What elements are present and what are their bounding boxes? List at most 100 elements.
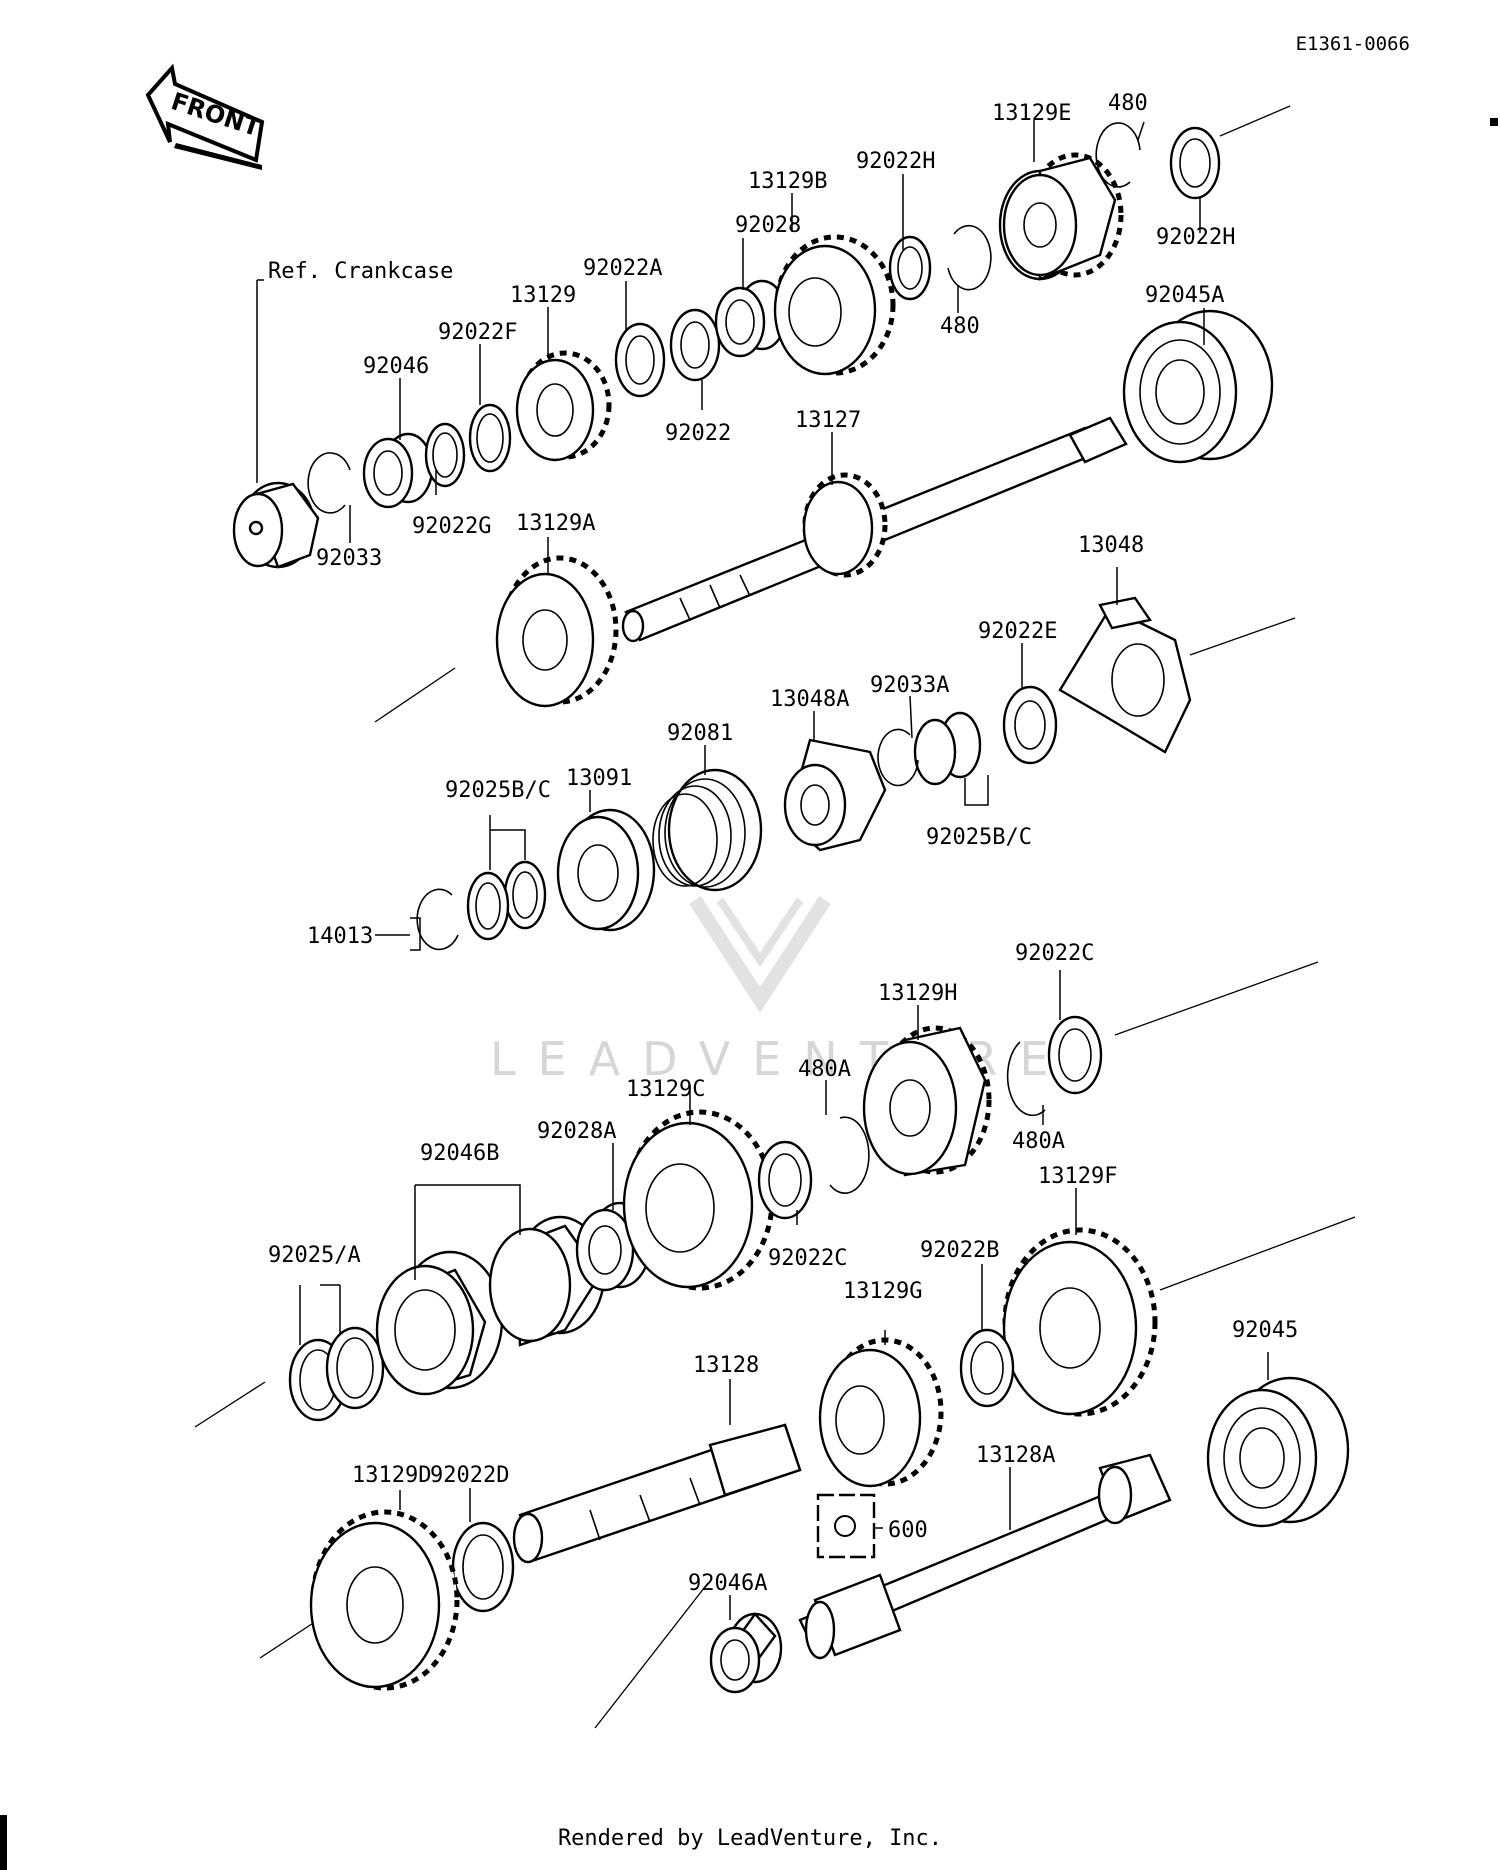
gear-13129E [998, 152, 1124, 281]
label-13128: 13128 [693, 1353, 759, 1378]
circlip-14013 [416, 888, 459, 951]
label-92022D: 92022D [430, 1463, 509, 1488]
label-92028A: 92028A [537, 1119, 616, 1144]
label-480A-top: 480A [798, 1057, 851, 1082]
shaft-13127 [621, 416, 1128, 643]
upper-shaft-group [232, 122, 1274, 708]
label-92025BC-right: 92025B/C [926, 825, 1032, 850]
label-92033A: 92033A [870, 673, 949, 698]
label-13128A: 13128A [976, 1443, 1055, 1468]
gear-13129F [1002, 1227, 1158, 1417]
shaft-13128 [512, 1423, 802, 1564]
label-92022E: 92022E [978, 619, 1057, 644]
washer-92022B [959, 1328, 1015, 1408]
gear-13129A [495, 555, 619, 708]
label-92022C-mid: 92022C [768, 1246, 847, 1271]
label-600: 600 [888, 1518, 928, 1543]
label-13129F: 13129F [1038, 1164, 1117, 1189]
label-13129C: 13129C [626, 1077, 705, 1102]
label-13129: 13129 [510, 283, 576, 308]
label-92022H-top: 92022H [856, 149, 935, 174]
gear-13129C [622, 1109, 775, 1291]
label-480-mid: 480 [940, 314, 980, 339]
bushing-92028A [575, 1201, 652, 1292]
spring-92081 [652, 768, 763, 892]
document-code: E1361-0066 [1295, 33, 1410, 55]
washer-92022F [468, 403, 512, 473]
circlip-480-mid [947, 224, 992, 291]
circlip-92033 [307, 452, 351, 514]
label-92022F: 92022F [438, 320, 517, 345]
washer-92022C-mid [757, 1140, 813, 1220]
needle-bearing-92046 [362, 432, 434, 509]
holder-13091 [556, 808, 656, 932]
gear-13129H [862, 1025, 992, 1177]
label-92046: 92046 [363, 354, 429, 379]
label-480-top: 480 [1108, 91, 1148, 116]
lower-shaft-group [288, 1015, 1350, 1694]
circlip-92033A [877, 728, 919, 787]
washer-92025BC-left-a [466, 871, 510, 941]
gear-13129D [309, 1509, 460, 1691]
ref-crankcase-collar [232, 279, 320, 569]
label-92022B: 92022B [920, 1238, 999, 1263]
label-92022H-right: 92022H [1156, 225, 1235, 250]
washer-92025A-b [325, 1326, 385, 1410]
label-13129D: 13129D [352, 1463, 431, 1488]
footer-credit: Rendered by LeadVenture, Inc. [557, 1826, 943, 1851]
label-92022C-top: 92022C [1015, 941, 1094, 966]
watermark: LEADVENTURE [490, 896, 1049, 1086]
circlip-480-top [1095, 122, 1141, 188]
label-14013: 14013 [307, 924, 373, 949]
gear-13129B [773, 234, 896, 376]
label-92046A: 92046A [688, 1571, 767, 1596]
washer-92022D [451, 1521, 515, 1613]
label-92045A: 92045A [1145, 283, 1224, 308]
gear-13129 [515, 350, 612, 462]
label-92022A: 92022A [583, 256, 662, 281]
damper-group [416, 596, 1192, 951]
cam-13048 [1058, 596, 1192, 754]
washer-92025BC-right-a [913, 718, 957, 786]
label-13129B: 13129B [748, 169, 827, 194]
needle-bearing-92046A [709, 1612, 783, 1694]
label-13048: 13048 [1078, 533, 1144, 558]
label-92022G: 92022G [412, 514, 491, 539]
label-13091: 13091 [566, 766, 632, 791]
washer-92022H-right [1169, 126, 1221, 200]
label-92028: 92028 [735, 213, 801, 238]
front-arrow-icon: FRONT [145, 63, 265, 170]
leader-lines [299, 120, 1269, 1620]
label-480A-right: 480A [1012, 1129, 1065, 1154]
margin-mark-left [0, 1815, 7, 1870]
label-13129G: 13129G [843, 1279, 922, 1304]
part-labels: Ref. Crankcase 13129E 480 92022H 92022H … [268, 91, 1298, 1596]
label-92081: 92081 [667, 721, 733, 746]
washer-92022A [614, 322, 666, 398]
label-13129E: 13129E [992, 101, 1071, 126]
circlip-480A-left [829, 1116, 870, 1194]
label-92045: 92045 [1232, 1318, 1298, 1343]
label-13129H: 13129H [878, 981, 957, 1006]
circlip-480A-right [1006, 1041, 1046, 1117]
shaft-13128A [798, 1453, 1172, 1660]
cam-13048A [783, 738, 887, 852]
collar-92046B-a [375, 1250, 504, 1396]
washer-92022 [669, 308, 721, 382]
label-13129A: 13129A [516, 511, 595, 536]
label-92033: 92033 [316, 546, 382, 571]
label-13048A: 13048A [770, 687, 849, 712]
washer-92022C-top [1047, 1015, 1103, 1095]
label-92022: 92022 [665, 421, 731, 446]
label-92025BC-left: 92025B/C [445, 778, 551, 803]
part-box-600 [816, 1493, 876, 1559]
washer-92022H-left [888, 235, 932, 301]
ball-bearing-92045 [1206, 1376, 1350, 1528]
gear-13129G [818, 1337, 944, 1488]
washer-92022E [1002, 685, 1058, 765]
ref-crankcase-label: Ref. Crankcase [268, 259, 453, 284]
ball-bearing-92045A [1122, 309, 1274, 464]
label-92046B: 92046B [420, 1141, 499, 1166]
label-13127: 13127 [795, 408, 861, 433]
